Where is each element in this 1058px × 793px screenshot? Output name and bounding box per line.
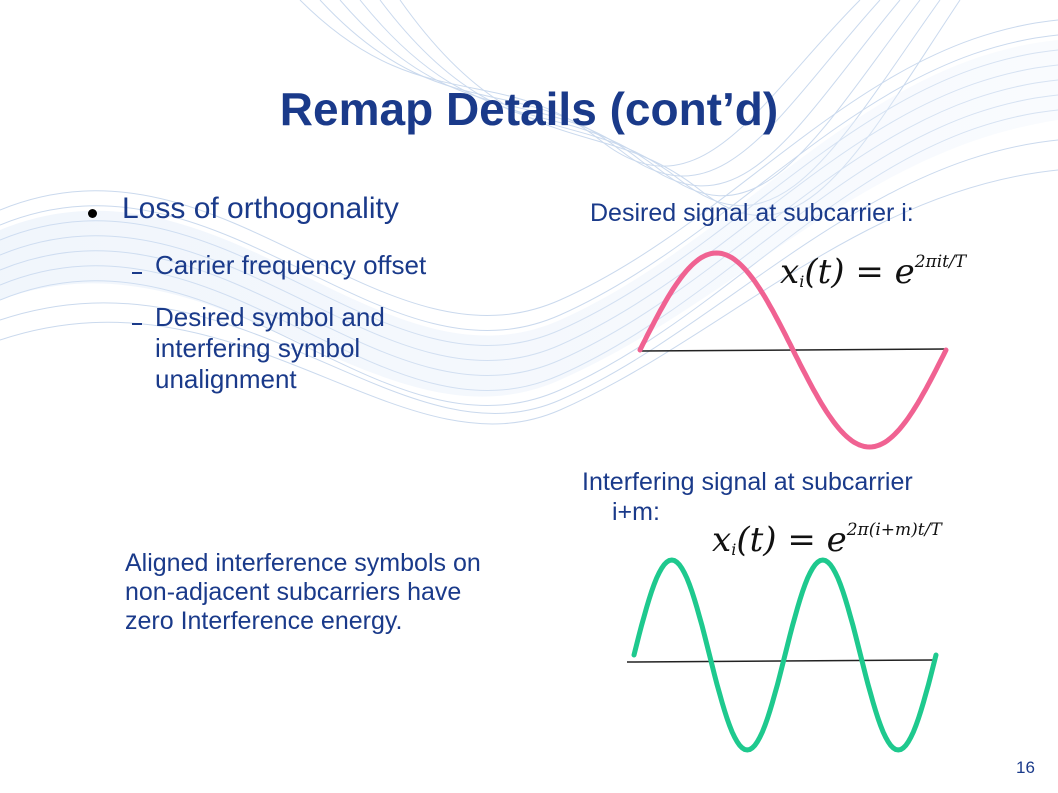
sub-bullet-dash: [132, 272, 142, 274]
desired-signal-heading: Desired signal at subcarrier i:: [590, 199, 914, 227]
sub-bullet-carrier-frequency-offset: Carrier frequency offset: [155, 250, 427, 280]
interfering-signal-formula: xi(t) = e2π(i+m)t/T: [712, 520, 942, 560]
desired-signal-formula: xi(t) = e2πit/T: [780, 252, 966, 292]
formula-rhs: (t) = e: [804, 252, 915, 292]
formula-subscript: i: [731, 540, 737, 560]
page-number: 16: [1016, 758, 1035, 777]
sub-bullet-dash: [132, 323, 142, 325]
bullet-loss-of-orthogonality: Loss of orthogonality: [122, 192, 399, 225]
desired-signal-wave: [637, 250, 949, 450]
note-line: zero Interference energy.: [125, 607, 403, 635]
aligned-interference-note: Aligned interference symbols on non-adja…: [125, 549, 595, 636]
interfering-signal-heading: Interfering signal at subcarrier: [582, 468, 913, 496]
sub-bullet-line: interfering symbol: [155, 333, 361, 363]
formula-subscript: i: [799, 272, 805, 292]
note-line: Aligned interference symbols on: [125, 549, 481, 577]
bullet-dot: [88, 209, 97, 218]
interfering-signal-heading-cont: i+m:: [612, 498, 660, 526]
sub-bullet-line: unalignment: [155, 364, 297, 394]
sub-bullet-line: Desired symbol and: [155, 302, 385, 332]
note-line: non-adjacent subcarriers have: [125, 578, 462, 606]
formula-rhs: (t) = e: [736, 520, 847, 560]
swirl-band: [0, 40, 1058, 397]
formula-exponent: 2π(i+m)t/T: [846, 520, 942, 540]
formula-lhs: x: [712, 520, 732, 560]
sub-bullet-unalignment: Desired symbol and interfering symbol un…: [155, 302, 385, 395]
interfering-signal-wave: [631, 557, 939, 753]
formula-lhs: x: [780, 252, 800, 292]
formula-exponent: 2πit/T: [914, 252, 967, 272]
slide-title: Remap Details (cont’d): [279, 83, 779, 135]
